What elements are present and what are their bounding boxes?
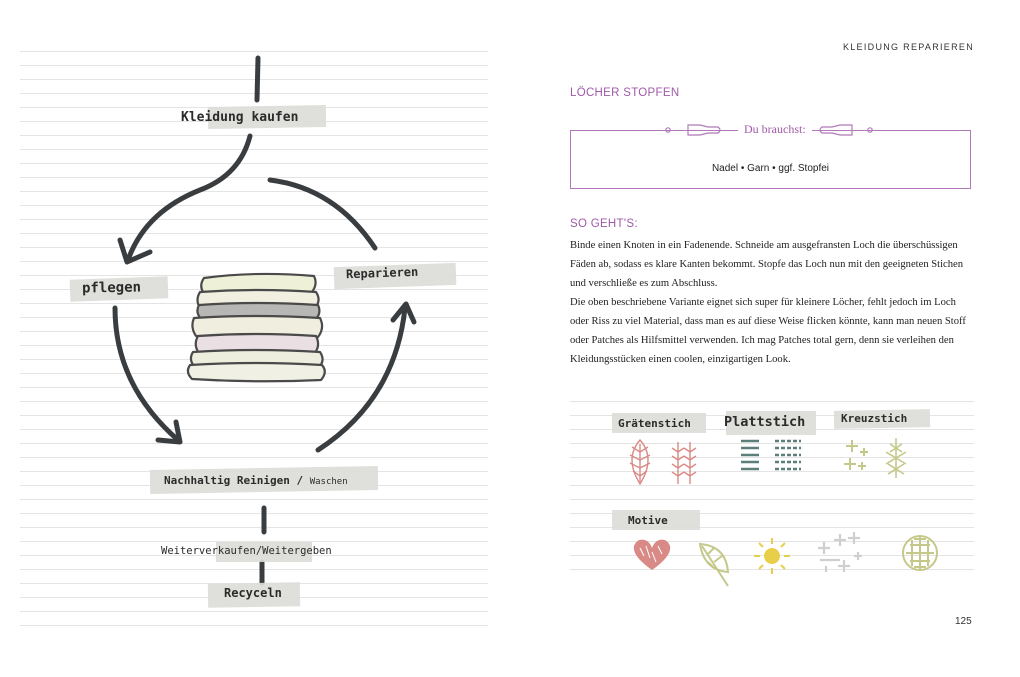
label-motifs: Motive xyxy=(628,514,668,527)
label-clean-main: Nachhaltig Reinigen / xyxy=(164,474,304,487)
pointing-hand-right-icon xyxy=(687,124,721,136)
leaf-motif-icon xyxy=(698,542,730,587)
instructions-body: Binde einen Knoten in ein Fadenende. Sch… xyxy=(570,236,974,369)
round-patch-motif-icon xyxy=(902,535,938,571)
sun-motif-icon xyxy=(754,538,790,574)
label-satin: Plattstich xyxy=(724,414,806,430)
label-herringbone: Grätenstich xyxy=(618,417,691,430)
ornament-dot-left xyxy=(665,127,671,133)
pointing-hand-left-icon xyxy=(819,124,853,136)
satin-stitch-block-icon xyxy=(741,439,759,471)
materials-heading: Du brauchst: xyxy=(738,122,812,137)
label-resell-main: Weiterverkaufen/ xyxy=(161,545,263,557)
satin-stitch-dashed-icon xyxy=(775,439,801,471)
cross-stitch-stars-icon xyxy=(844,440,868,470)
tape-resell xyxy=(216,542,312,562)
page-number: 125 xyxy=(955,616,972,627)
tape-herringbone xyxy=(612,413,706,433)
cross-stitch-pattern-motif-icon xyxy=(818,532,862,572)
label-clean: Nachhaltig Reinigen / Waschen xyxy=(164,474,348,487)
running-head: KLEIDUNG REPARIEREN xyxy=(842,42,974,52)
tape-satin xyxy=(726,411,816,435)
instructions-paragraph-1: Binde einen Knoten in ein Fadenende. Sch… xyxy=(570,240,964,289)
label-resell: Weiterverkaufen/Weitergeben xyxy=(161,545,332,557)
materials-list: Nadel • Garn • ggf. Stopfei xyxy=(711,163,830,174)
section-title: LÖCHER STOPFEN xyxy=(570,87,680,99)
instructions-title: SO GEHT'S: xyxy=(570,218,638,230)
heart-motif-lines xyxy=(639,545,663,563)
herringbone-leaf-icon xyxy=(629,438,651,486)
label-clean-sub: Waschen xyxy=(309,477,348,487)
label-recycle: Recyceln xyxy=(224,586,282,600)
label-buy: Kleidung kaufen xyxy=(181,110,299,125)
materials-box-ornament xyxy=(665,124,873,136)
ornament-dot-right xyxy=(867,127,873,133)
cross-stitch-tree-icon xyxy=(885,438,907,478)
herringbone-strip-icon xyxy=(671,442,697,484)
label-pass-on: Weitergeben xyxy=(262,545,332,557)
label-cross: Kreuzstich xyxy=(841,412,908,425)
tape-motifs xyxy=(612,510,700,530)
instructions-paragraph-2: Die oben beschriebene Variante eignet si… xyxy=(570,297,966,365)
heart-motif-icon xyxy=(633,539,671,570)
